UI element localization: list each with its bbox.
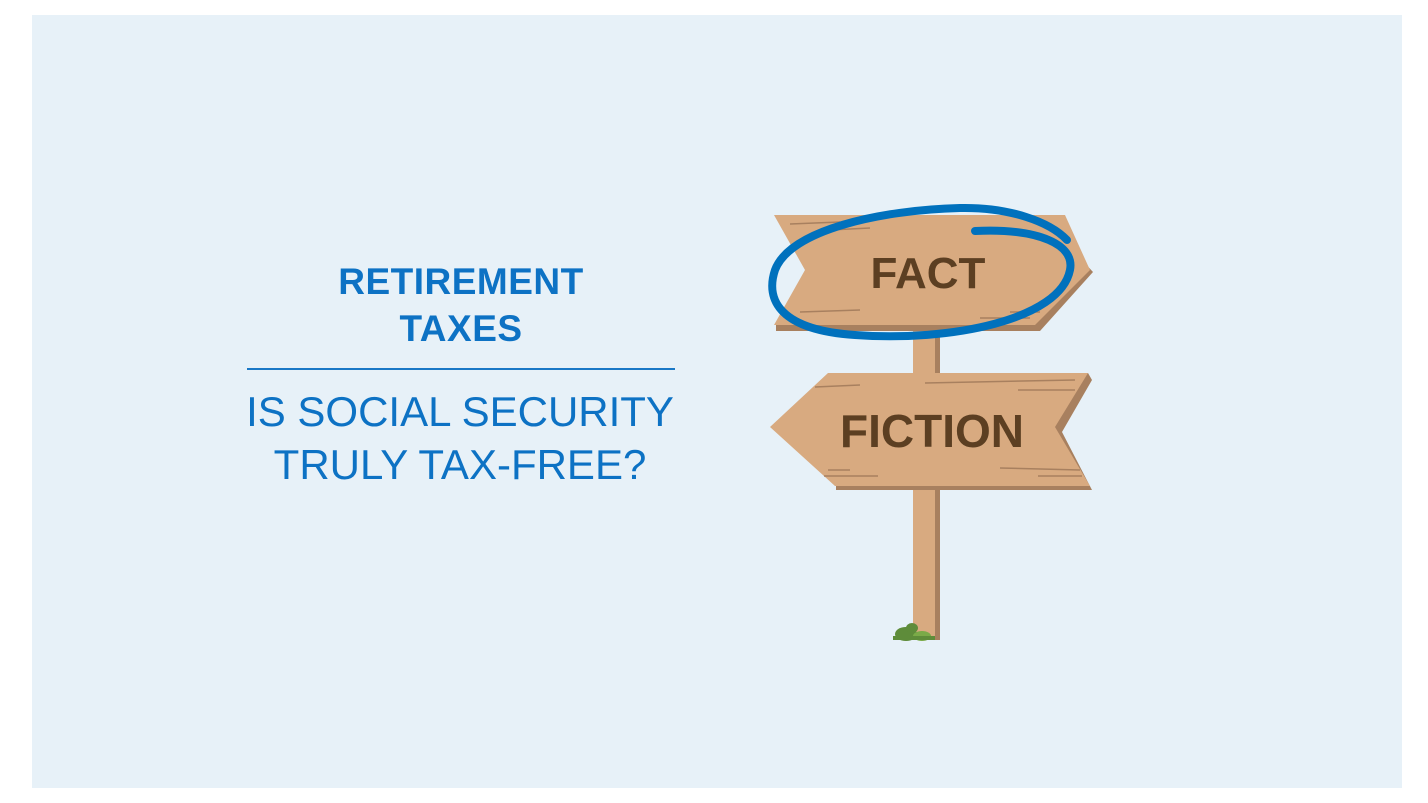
divider [247, 368, 675, 370]
headline-line-1: IS SOCIAL SECURITY [246, 388, 674, 435]
kicker-line-1: RETIREMENT [338, 261, 584, 302]
fact-sign: FACT [774, 215, 1093, 331]
grass-icon [893, 623, 935, 641]
headline: IS SOCIAL SECURITY TRULY TAX-FREE? [200, 385, 720, 491]
kicker-line-2: TAXES [399, 308, 523, 349]
background-panel [32, 15, 1402, 788]
fiction-sign: FICTION [770, 373, 1092, 490]
category-kicker: RETIREMENT TAXES [247, 258, 675, 352]
fact-label: FACT [871, 249, 986, 298]
circle-highlight [768, 203, 1075, 341]
headline-line-2: TRULY TAX-FREE? [273, 441, 647, 488]
fiction-label: FICTION [840, 405, 1024, 457]
